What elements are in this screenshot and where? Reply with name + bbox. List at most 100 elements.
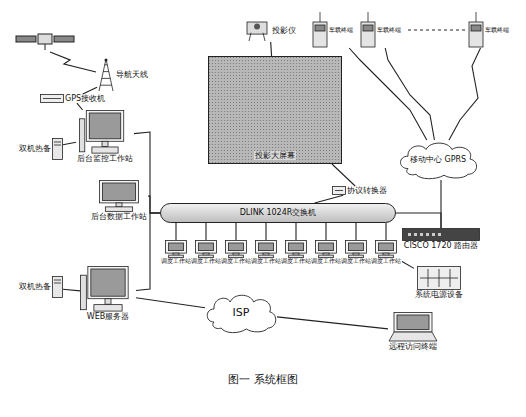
vehicle-icon [468,12,484,48]
case-icon [52,276,63,298]
connector-line [136,213,160,291]
power-node: 系统电源设备 [414,266,464,299]
connector-line [136,298,205,308]
monitor-icon [255,240,277,258]
router-icon [402,228,480,241]
node-label: 调度工作站 [370,258,402,265]
monitor-node: 调度工作站 [310,240,342,265]
node-label: 双机热备 [18,144,52,153]
node-label: 双机热备 [18,282,52,291]
box-node: 协议转换器 [332,186,388,195]
case-icon [52,138,63,160]
node-label: 车载终端 [328,27,354,34]
power-icon [417,266,461,290]
monitor-node: 调度工作站 [280,240,312,265]
node-label: 调度工作站 [220,258,252,265]
node-label: 投影大屏幕 [254,151,296,160]
connector-line [349,48,427,140]
case-node: 双机热备 [18,276,63,298]
node-label: DLINK 1024R交换机 [239,208,318,217]
tube-node: DLINK 1024R交换机 [160,203,396,223]
cloud-node: ISP [205,292,277,334]
node-label: ISP [232,307,251,320]
cloud-node: 移动中心 GPRS [398,140,478,180]
tower-icon [97,58,115,92]
dash-link [408,30,466,31]
connector-line [315,195,344,203]
node-label: 移动中心 GPRS [409,155,467,164]
node-label: WEB服务器 [86,312,130,321]
node-label: 调度工作站 [250,258,282,265]
monitor-node: 调度工作站 [370,240,402,265]
node-label: 调度工作站 [340,258,372,265]
connector-line [295,223,296,240]
node-label: 后台数据工作站 [90,212,148,221]
connector-line [83,87,97,94]
connector-line [148,196,160,213]
radio-link [50,52,96,72]
projector-node: 投影仪 [243,20,297,42]
monitor-icon [345,240,367,258]
connector-line [325,223,326,240]
pc-icon [80,266,136,312]
tower-node: 导航天线 [97,58,149,92]
connector-line [385,48,434,140]
node-label: CISCO 1720 路由器 [403,241,479,250]
monitor-node: 调度工作站 [250,240,282,265]
connector-line [332,164,355,186]
node-label: 投影仪 [271,26,297,35]
monitor-node: 调度工作站 [340,240,372,265]
pc-icon [79,110,131,154]
connector-line [402,262,414,269]
connector-line [235,223,236,240]
monitor-node: 调度工作站 [160,240,192,265]
node-label: 调度工作站 [160,258,192,265]
box-node: GPS接收机 [40,94,106,103]
monitor-icon [375,240,397,258]
vehicle-node: 车载终端 [360,12,402,48]
box-icon [40,94,64,103]
node-label: 车载终端 [376,27,402,34]
vehicle-icon [360,12,376,48]
monitor-icon [165,240,187,258]
projector-icon [243,20,271,42]
monitor-icon [99,180,139,212]
monitor-node: 调度工作站 [220,240,252,265]
monitor-node: 后台数据工作站 [90,180,148,221]
node-label: 远程访问终端 [388,342,438,351]
node-label: GPS接收机 [64,94,106,103]
monitor-node: 调度工作站 [190,240,222,265]
screen-icon [208,56,342,164]
connector-line [440,180,441,228]
connector-line [355,223,356,240]
satellite [16,34,74,50]
node-label: 导航天线 [115,70,149,79]
node-label: 系统电源设备 [414,290,464,299]
monitor-icon [225,240,247,258]
connector-line [396,213,441,228]
node-label: 协议转换器 [346,186,388,195]
pc-node: 后台监控工作站 [76,110,134,163]
vehicle-node: 车载终端 [468,12,510,48]
node-label: 调度工作站 [310,258,342,265]
screen-node: 投影大屏幕 [208,56,342,164]
connector-line [265,223,266,240]
laptop-node: 远程访问终端 [388,312,438,351]
vehicle-node: 车载终端 [312,12,354,48]
connector-line [63,289,80,291]
vehicle-icon [312,12,328,48]
laptop-icon [388,312,438,342]
case-node: 双机热备 [18,138,63,160]
connector-line [270,42,272,56]
connector-line [175,223,176,240]
monitor-icon [315,240,337,258]
connector-line [449,48,481,140]
connector-line [205,223,206,240]
monitor-icon [285,240,307,258]
caption: 图一 系统框图 [0,372,526,387]
monitor-icon [195,240,217,258]
node-label: 后台监控工作站 [76,154,134,163]
connector-line [277,317,388,329]
pc-node: WEB服务器 [80,266,136,321]
connector-line [63,142,76,145]
